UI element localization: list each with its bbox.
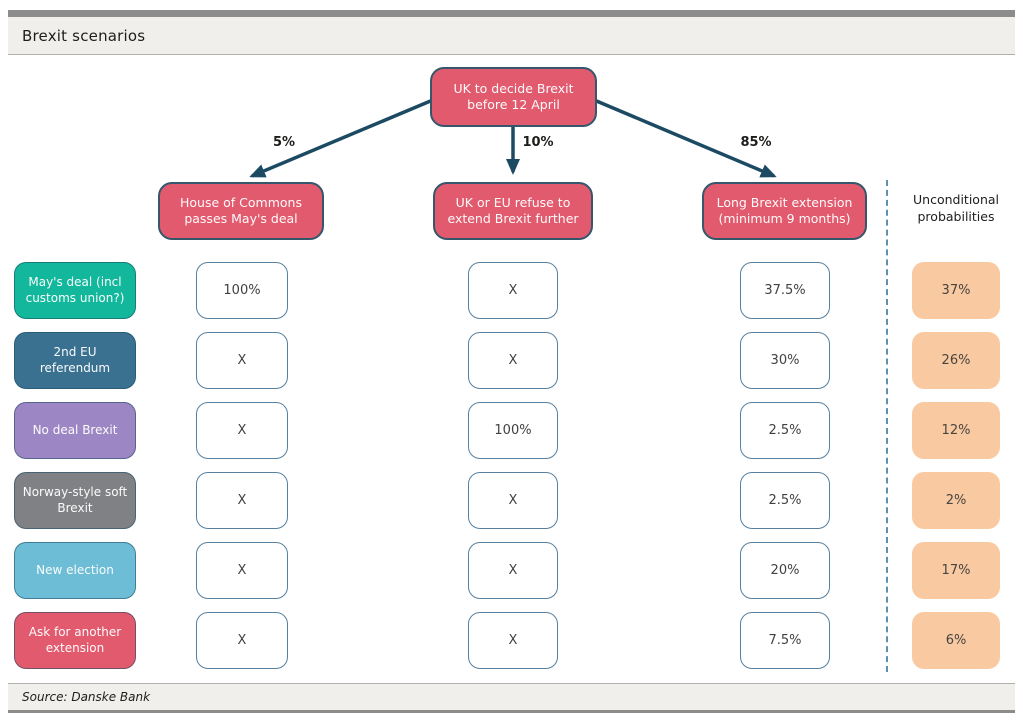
dashed-separator: [886, 180, 888, 672]
figure-header: Brexit scenarios: [8, 17, 1015, 55]
matrix-cell: 7.5%: [740, 612, 830, 669]
branch-node-long-extension: Long Brexit extension (minimum 9 months): [702, 182, 867, 240]
matrix-cell: 2.5%: [740, 402, 830, 459]
branch-probability-left: 5%: [272, 135, 296, 150]
branch-probability-right: 85%: [740, 135, 772, 150]
top-accent-bar: [8, 10, 1015, 17]
source-band: Source: Danske Bank: [8, 683, 1015, 710]
scenario-label-text: 2nd EU referendum: [39, 344, 111, 375]
matrix-cell: X: [196, 332, 288, 389]
scenario-label-another-extension: Ask for another extension: [14, 612, 136, 669]
root-node: UK to decide Brexit before 12 April: [430, 67, 597, 127]
matrix-cell: X: [468, 262, 558, 319]
matrix-cell: X: [468, 612, 558, 669]
scenario-label-norway-style: Norway-style soft Brexit: [14, 472, 136, 529]
unconditional-cell: 6%: [912, 612, 1000, 669]
bottom-rule: [8, 710, 1015, 713]
unconditional-cell: 12%: [912, 402, 1000, 459]
unconditional-cell: 26%: [912, 332, 1000, 389]
matrix-cell: X: [468, 542, 558, 599]
matrix-cell: X: [196, 612, 288, 669]
matrix-cell: X: [196, 472, 288, 529]
matrix-cell: 37.5%: [740, 262, 830, 319]
matrix-cell: X: [196, 542, 288, 599]
matrix-cell: 2.5%: [740, 472, 830, 529]
scenario-label-text: Ask for another extension: [28, 624, 122, 655]
unconditional-cell: 2%: [912, 472, 1000, 529]
matrix-cell: 30%: [740, 332, 830, 389]
unconditional-cell: 37%: [912, 262, 1000, 319]
unconditional-cell: 17%: [912, 542, 1000, 599]
branch-node-refuse-extend: UK or EU refuse to extend Brexit further: [433, 182, 593, 240]
scenario-label-text: May's deal (incl customs union?): [25, 274, 125, 305]
matrix-cell: X: [468, 332, 558, 389]
scenario-label-2nd-referendum: 2nd EU referendum: [14, 332, 136, 389]
matrix-cell: 100%: [468, 402, 558, 459]
matrix-cell: 20%: [740, 542, 830, 599]
matrix-cell: 100%: [196, 262, 288, 319]
branch-node-commons: House of Commons passes May's deal: [158, 182, 324, 240]
scenario-label-no-deal: No deal Brexit: [14, 402, 136, 459]
matrix-cell: X: [468, 472, 558, 529]
matrix-cell: X: [196, 402, 288, 459]
scenario-label-text: New election: [36, 562, 114, 577]
scenario-label-text: Norway-style soft Brexit: [22, 484, 128, 515]
scenario-label-new-election: New election: [14, 542, 136, 599]
branch-probability-center: 10%: [522, 135, 554, 150]
scenario-label-mays-deal: May's deal (incl customs union?): [14, 262, 136, 319]
unconditional-probabilities-heading: Unconditional probabilities: [913, 192, 999, 224]
page-title: Brexit scenarios: [22, 26, 146, 45]
scenario-label-text: No deal Brexit: [32, 422, 118, 437]
source-text: Source: Danske Bank: [22, 690, 151, 704]
